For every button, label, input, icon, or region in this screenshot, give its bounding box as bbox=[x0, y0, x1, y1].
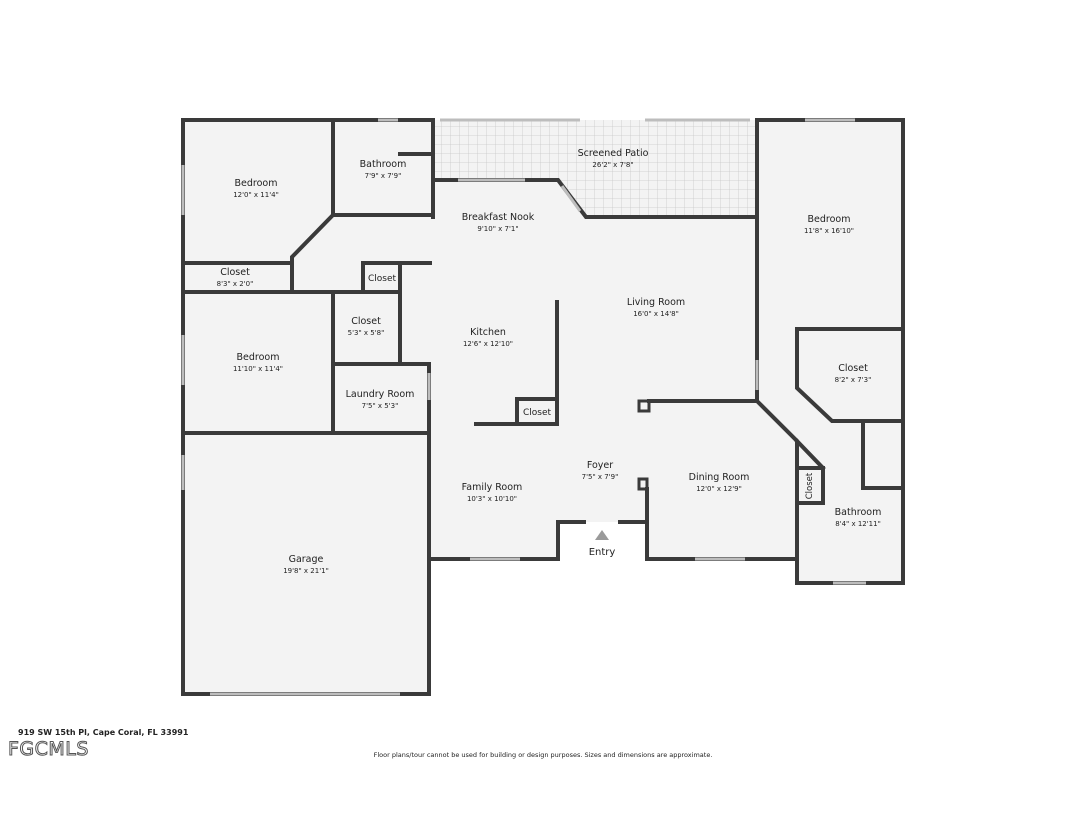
bathroom-e-name: Bathroom bbox=[835, 507, 882, 518]
bedroom-w-name: Bedroom bbox=[237, 352, 280, 363]
breakfast-nook-name: Breakfast Nook bbox=[462, 212, 535, 223]
garage-dim: 19'8" x 21'1" bbox=[283, 567, 329, 575]
living-room-dim: 16'0" x 14'8" bbox=[633, 310, 679, 318]
foyer-dim: 7'5" x 7'9" bbox=[582, 473, 619, 481]
bedroom-w-dim: 11'10" x 11'4" bbox=[233, 365, 283, 373]
living-room-name: Living Room bbox=[627, 297, 685, 308]
dining-room-dim: 12'0" x 12'9" bbox=[696, 485, 742, 493]
closet-mid-dim: 5'3" x 5'8" bbox=[348, 329, 385, 337]
breakfast-nook-dim: 9'10" x 7'1" bbox=[477, 225, 518, 233]
bedroom-ne-dim: 11'8" x 16'10" bbox=[804, 227, 854, 235]
bedroom-nw-name: Bedroom bbox=[235, 178, 278, 189]
bedroom-ne-name: Bedroom bbox=[808, 214, 851, 225]
laundry-room-name: Laundry Room bbox=[346, 389, 415, 400]
closet-e-dim: 8'2" x 7'3" bbox=[835, 376, 872, 384]
closet-small-name: Closet bbox=[368, 274, 397, 284]
bathroom-e-dim: 8'4" x 12'11" bbox=[835, 520, 881, 528]
bedroom-nw-dim: 12'0" x 11'4" bbox=[233, 191, 279, 199]
property-address: 919 SW 15th Pl, Cape Coral, FL 33991 bbox=[18, 728, 189, 737]
bathroom-n-name: Bathroom bbox=[360, 159, 407, 170]
laundry-room-dim: 7'5" x 5'3" bbox=[362, 402, 399, 410]
screened-patio-dim: 26'2" x 7'8" bbox=[592, 161, 633, 169]
dining-room-name: Dining Room bbox=[689, 472, 750, 483]
closet-mid-name: Closet bbox=[351, 316, 381, 327]
mls-logo: FGCMLS bbox=[8, 738, 89, 761]
closet-e-name: Closet bbox=[838, 363, 868, 374]
disclaimer-text: Floor plans/tour cannot be used for buil… bbox=[373, 751, 713, 759]
room-labels: Bedroom 12'0" x 11'4" Bathroom 7'9" x 7'… bbox=[217, 148, 882, 575]
kitchen-name: Kitchen bbox=[470, 327, 506, 338]
family-room-name: Family Room bbox=[462, 482, 523, 493]
screened-patio-floor bbox=[433, 120, 757, 217]
windows bbox=[181, 118, 866, 696]
entry-label: Entry bbox=[589, 547, 616, 558]
closet-bath-name: Closet bbox=[805, 472, 815, 499]
screened-patio-name: Screened Patio bbox=[578, 148, 649, 159]
floor-fill bbox=[183, 120, 903, 694]
kitchen-dim: 12'6" x 12'10" bbox=[463, 340, 513, 348]
entry-arrow-icon bbox=[595, 530, 609, 540]
bathroom-n-dim: 7'9" x 7'9" bbox=[365, 172, 402, 180]
closet-kitchen-name: Closet bbox=[523, 408, 552, 418]
garage-name: Garage bbox=[289, 554, 324, 565]
closet-w-name: Closet bbox=[220, 267, 250, 278]
closet-w-dim: 8'3" x 2'0" bbox=[217, 280, 254, 288]
family-room-dim: 10'3" x 10'10" bbox=[467, 495, 517, 503]
foyer-name: Foyer bbox=[587, 460, 613, 471]
